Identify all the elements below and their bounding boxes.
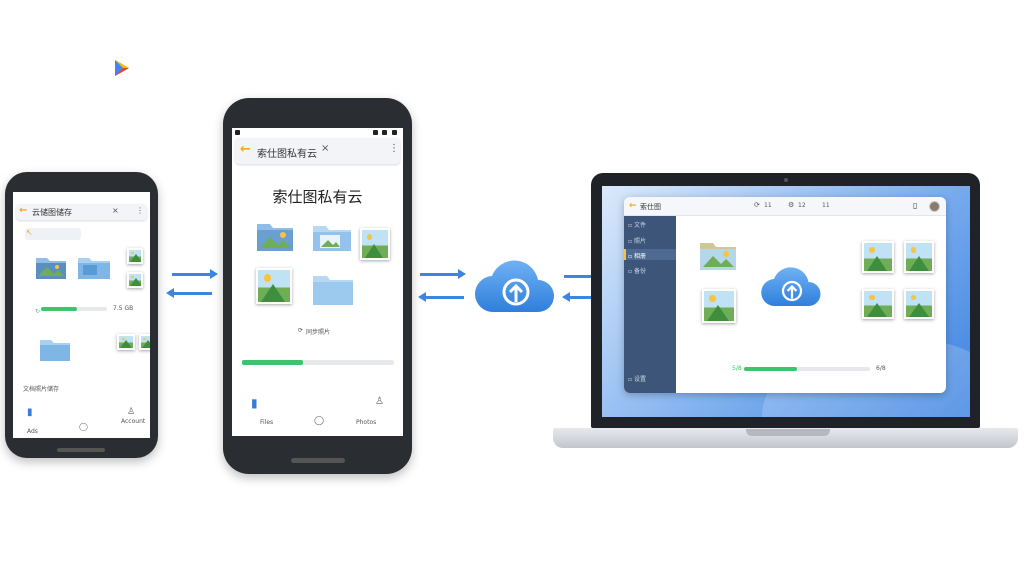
center-heading: 索仕图私有云 [272, 188, 363, 206]
toolbar-item[interactable]: 12 [798, 202, 806, 209]
nav-label-photos[interactable]: Photos [356, 419, 377, 426]
left-phone: ← 云储图储存 × ⋮ ↖ ↻ 7.5 GB [5, 172, 158, 458]
left-phone-screen: ← 云储图储存 × ⋮ ↖ ↻ 7.5 GB [13, 192, 150, 438]
folder-icon[interactable] [699, 239, 737, 271]
left-app-title: 云储图储存 [32, 208, 72, 217]
nav-label-files[interactable]: Files [260, 419, 274, 426]
photo-thumbnail[interactable] [127, 248, 143, 264]
desktop-progress-bar [744, 367, 870, 371]
avatar[interactable] [929, 201, 940, 212]
home-icon[interactable]: ◯ [79, 422, 88, 431]
photo-thumbnail[interactable] [127, 272, 143, 288]
play-store-icon [115, 60, 129, 76]
sync-icon[interactable]: ⟳ [754, 201, 760, 209]
sidebar-item[interactable]: ▫ 备份 [628, 268, 646, 275]
center-progress-fill [242, 360, 303, 365]
photo-thumbnail[interactable] [904, 289, 934, 319]
cloud-upload-icon [474, 260, 554, 313]
center-app-bar: ← 索仕图私有云 × ⋮ [235, 138, 400, 164]
photo-thumbnail[interactable] [117, 334, 135, 350]
photo-thumbnail[interactable] [256, 268, 292, 304]
pin-icon: ↖ [26, 228, 33, 237]
sidebar-item-icon: ▫ [628, 268, 634, 275]
center-progress-bar [242, 360, 394, 365]
left-progress-bar [41, 307, 107, 311]
progress-right-label: 6/8 [876, 365, 886, 372]
toolbar-item[interactable]: 11 [822, 202, 830, 209]
app-logo-icon: ← [629, 201, 637, 211]
files-icon[interactable]: ▮ [27, 407, 33, 418]
sidebar-item-icon: ▫ [628, 253, 634, 260]
sidebar-item-active[interactable]: ▫ 相册 [624, 249, 676, 260]
desktop-progress-fill [744, 367, 797, 371]
notification-icon[interactable]: ▯ [913, 201, 918, 210]
person-icon[interactable]: ♙ [375, 396, 384, 407]
app-sidebar: ▫ 文件 ▫ 照片 ▫ 相册 ▫ 备份 ▫ 设置 [624, 216, 676, 393]
folder-icon[interactable] [312, 222, 352, 252]
back-arrow-icon[interactable]: ← [240, 142, 251, 157]
photo-thumbnail[interactable] [904, 241, 934, 273]
laptop-base [553, 428, 1018, 448]
sidebar-item[interactable]: ▫ 设置 [628, 376, 646, 383]
sync-arrow-left [418, 292, 464, 302]
center-phone-screen: ← 索仕图私有云 × ⋮ 索仕图私有云 ⟳ 同步照片 ▮ [232, 128, 403, 436]
cloud-icon [761, 267, 821, 307]
app-toolbar: ← 索仕图 ⟳ 11 ⚙ 12 11 ▯ [624, 197, 946, 216]
phone-home-bar [291, 458, 345, 463]
home-icon[interactable]: ◯ [314, 416, 325, 426]
photo-thumbnail[interactable] [360, 228, 390, 260]
back-arrow-icon[interactable]: ← [19, 205, 28, 216]
files-icon[interactable]: ▮ [251, 396, 258, 410]
photo-thumbnail[interactable] [702, 289, 736, 323]
photo-thumbnail[interactable] [139, 334, 150, 350]
folder-icon[interactable] [77, 254, 111, 280]
sidebar-item[interactable]: ▫ 照片 [628, 238, 646, 245]
app-window-title: 索仕图 [640, 203, 661, 211]
mic-icon[interactable]: ⋮ [136, 206, 144, 215]
desktop-app-window: ← 索仕图 ⟳ 11 ⚙ 12 11 ▯ ▫ 文件 ▫ 照片 ▫ 相册 ▫ 备份… [624, 197, 946, 393]
left-app-bar: ← 云储图储存 × ⋮ [16, 204, 147, 220]
sidebar-item-icon: ▫ [628, 376, 634, 383]
storage-icon: ↻ [35, 308, 41, 315]
sync-arrow-left [166, 288, 212, 298]
toolbar-item[interactable]: 11 [764, 202, 772, 209]
left-section-label: 文档照片储存 [23, 386, 60, 393]
progress-left-label: 5/8 [732, 365, 742, 372]
folder-icon[interactable] [256, 220, 294, 252]
sidebar-item-icon: ▫ [628, 238, 634, 245]
status-bar [232, 128, 403, 137]
photo-thumbnail[interactable] [862, 289, 894, 319]
sync-arrow-left [562, 292, 610, 302]
sync-arrow-right [420, 269, 466, 279]
sidebar-item-icon: ▫ [628, 222, 634, 229]
center-phone: ← 索仕图私有云 × ⋮ 索仕图私有云 ⟳ 同步照片 ▮ [223, 98, 412, 474]
sync-arrow-right [172, 269, 218, 279]
close-icon[interactable]: × [112, 206, 119, 215]
center-caption: 同步照片 [306, 329, 331, 336]
nav-label-ads[interactable]: Ads [27, 428, 38, 435]
sync-icon: ⟳ [298, 327, 304, 334]
close-icon[interactable]: × [321, 143, 330, 154]
laptop-notch [746, 429, 830, 436]
folder-icon[interactable] [39, 336, 71, 362]
photo-thumbnail[interactable] [862, 241, 894, 273]
sidebar-item[interactable]: ▫ 文件 [628, 222, 646, 229]
folder-icon[interactable] [35, 254, 67, 280]
settings-icon[interactable]: ⚙ [788, 201, 795, 209]
left-search-pill[interactable] [25, 228, 81, 240]
laptop-camera [784, 178, 788, 182]
person-icon[interactable]: ♙ [127, 407, 136, 417]
center-app-title: 索仕图私有云 [257, 149, 317, 160]
folder-icon[interactable] [312, 272, 354, 306]
phone-home-bar [57, 448, 105, 452]
nav-label-account[interactable]: Account [121, 418, 146, 425]
mic-icon[interactable]: ⋮ [389, 143, 399, 154]
left-progress-label: 7.5 GB [113, 305, 134, 312]
left-progress-fill [41, 307, 78, 311]
